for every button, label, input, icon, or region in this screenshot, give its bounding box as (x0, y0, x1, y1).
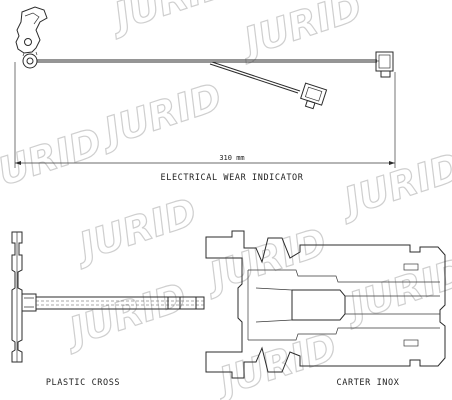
carter-drawing: CARTER INOX (205, 230, 446, 388)
wear-indicator-drawing: 310 mm ELECTRICAL WEAR INDICATOR (14, 6, 396, 183)
bracket-clip (15, 6, 48, 69)
watermark-text: JURID (93, 75, 227, 156)
plastic-cross-drawing: PLASTIC CROSS (11, 231, 205, 388)
plastic-cross-label: PLASTIC CROSS (46, 378, 120, 388)
dimension-line (14, 62, 396, 168)
main-connector (375, 51, 394, 78)
carter-housing (205, 230, 446, 379)
branch-cable (209, 63, 299, 94)
carter-channel (291, 289, 346, 321)
cross-horizontal-arm (35, 296, 205, 310)
branch-cable (211, 61, 301, 92)
dimension-label: 310 mm (219, 154, 244, 162)
watermark-text: JURID (58, 275, 192, 356)
branch-connector (300, 82, 328, 110)
cross-vertical-bar (11, 231, 23, 363)
cross-hub (21, 293, 37, 312)
watermark-text: JURID (333, 145, 452, 226)
watermark-text: JURID (208, 325, 342, 400)
watermark-text: JURID (103, 0, 237, 41)
watermark-text: JURID (338, 250, 452, 331)
watermark-text: JURID (68, 190, 202, 271)
watermark-text: JURID (233, 0, 367, 66)
watermark-text: JURID (0, 120, 107, 201)
drawing-title: ELECTRICAL WEAR INDICATOR (161, 173, 304, 183)
carter-label: CARTER INOX (337, 378, 400, 388)
